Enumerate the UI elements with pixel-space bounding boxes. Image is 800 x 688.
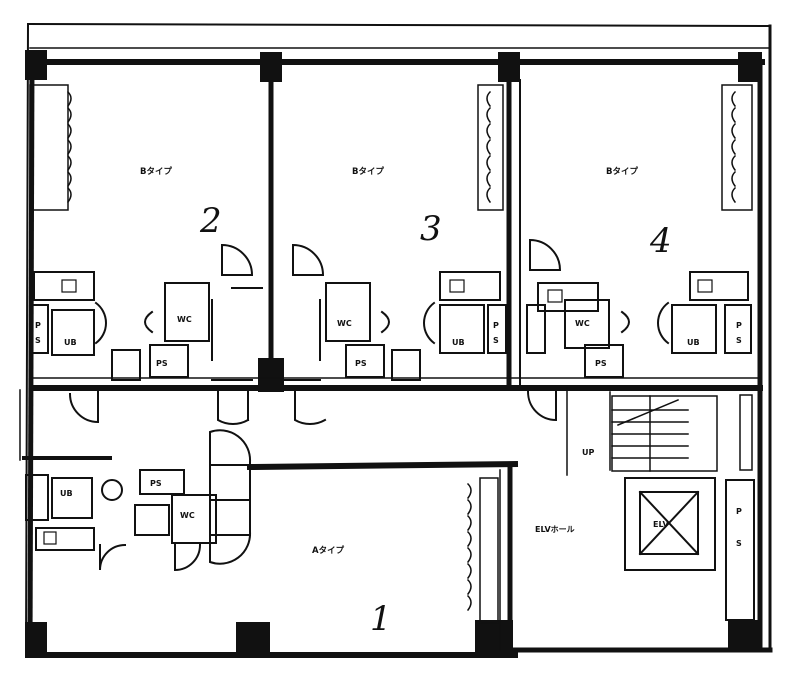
unit4-wet-area	[526, 238, 752, 378]
corridor-doors	[68, 389, 557, 425]
ub-label-unit4: UB	[687, 338, 700, 347]
ps-label-unit1: PS	[150, 479, 162, 488]
unit2-wet-area	[29, 243, 263, 381]
structural-columns	[25, 50, 762, 652]
ps-vertical-p-unit3: P	[493, 321, 499, 330]
unit2-number: 2	[199, 201, 222, 241]
unit3-type-label: Bタイプ	[352, 166, 384, 177]
elevator-label: ELV	[653, 520, 669, 529]
elevator-hall-label: ELVホール	[535, 525, 575, 534]
ub-label-unit2: UB	[64, 338, 77, 347]
window-blinds-unit4	[721, 84, 753, 211]
staircase	[611, 394, 753, 472]
corridor-walls	[19, 377, 763, 658]
wc-label-unit1: WC	[180, 511, 195, 520]
ps-label-unit3: PS	[355, 359, 367, 368]
ps-vertical-s-unit4: S	[736, 336, 742, 345]
exterior-walls	[24, 22, 773, 658]
unit1-wet-area	[25, 429, 252, 572]
wc-label-unit2: WC	[177, 315, 192, 324]
unit-partitions	[268, 59, 521, 388]
ps-vertical-p-core: P	[736, 507, 742, 516]
ps-label-unit4: PS	[595, 359, 607, 368]
ps-label-unit2: PS	[156, 359, 168, 368]
window-blinds-unit2	[29, 84, 72, 211]
wc-label-unit3: WC	[337, 319, 352, 328]
window-blinds-unit1	[466, 477, 499, 624]
window-blinds-unit3	[477, 84, 504, 211]
ps-vertical-s-core: S	[736, 539, 742, 548]
unit4-type-label: Bタイプ	[606, 166, 638, 177]
elevator	[624, 477, 755, 621]
stair-up-label: UP	[582, 448, 594, 457]
ps-vertical-p-unit4: P	[736, 321, 742, 330]
unit2-type-label: Bタイプ	[140, 166, 172, 177]
unit1-number: 1	[370, 599, 392, 639]
ub-label-unit3: UB	[452, 338, 465, 347]
unit3-number: 3	[420, 209, 442, 249]
ub-label-unit1: UB	[60, 489, 73, 498]
ps-vertical-s-unit2: S	[35, 336, 41, 345]
wc-label-unit4: WC	[575, 319, 590, 328]
unit1-type-label: Aタイプ	[312, 545, 345, 556]
unit4-number: 4	[649, 221, 672, 261]
ps-vertical-p-unit2: P	[35, 321, 41, 330]
ps-vertical-s-unit3: S	[493, 336, 499, 345]
unit3-wet-area	[279, 243, 507, 381]
